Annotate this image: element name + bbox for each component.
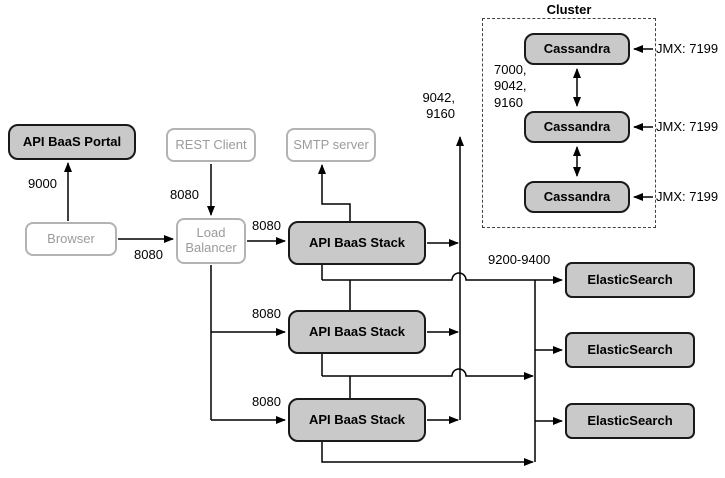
arrow-stacks-to-smtp (318, 164, 351, 221)
node-elasticsearch-2: ElasticSearch (565, 332, 695, 368)
port-label-browser-to-lb: 8080 (134, 247, 163, 262)
arrow-mid-to-es-trunk (322, 368, 534, 380)
node-api-baas-portal: API BaaS Portal (8, 124, 136, 160)
node-rest-client: REST Client (166, 128, 256, 162)
cassandra-internal-ports-label: 7000, 9042, 9160 (494, 62, 527, 110)
node-elasticsearch-1: ElasticSearch (565, 262, 695, 298)
port-label-elasticsearch: 9200-9400 (488, 252, 551, 267)
jmx-label-1: JMX: 7199 (656, 41, 719, 56)
arrow-to-elasticsearch1 (322, 272, 563, 284)
node-api-baas-stack-2: API BaaS Stack (288, 310, 426, 354)
node-cassandra-1: Cassandra (524, 33, 630, 65)
node-load-balancer: Load Balancer (176, 218, 246, 264)
node-browser: Browser (25, 222, 117, 256)
cluster-title: Cluster (546, 2, 592, 17)
jmx-label-3: JMX: 7199 (656, 189, 719, 204)
node-api-baas-stack-3: API BaaS Stack (288, 398, 426, 442)
port-label-lb-to-stack3: 8080 (252, 394, 281, 409)
arrow-stack3-to-es-trunk (321, 442, 534, 466)
port-label-cassandra: 9042, 9160 (422, 90, 455, 122)
jmx-label-2: JMX: 7199 (656, 119, 719, 134)
node-cassandra-2: Cassandra (524, 111, 630, 143)
node-smtp-server: SMTP server (286, 128, 376, 162)
port-label-lb-to-stack1: 8080 (252, 218, 281, 233)
port-label-rest-to-lb: 8080 (170, 187, 199, 202)
node-elasticsearch-3: ElasticSearch (565, 403, 695, 439)
cassandra-cluster-boundary (482, 18, 656, 228)
port-label-lb-to-stack2: 8080 (252, 306, 281, 321)
port-label-portal: 9000 (28, 176, 57, 191)
node-cassandra-3: Cassandra (524, 181, 630, 213)
node-api-baas-stack-1: API BaaS Stack (288, 221, 426, 265)
